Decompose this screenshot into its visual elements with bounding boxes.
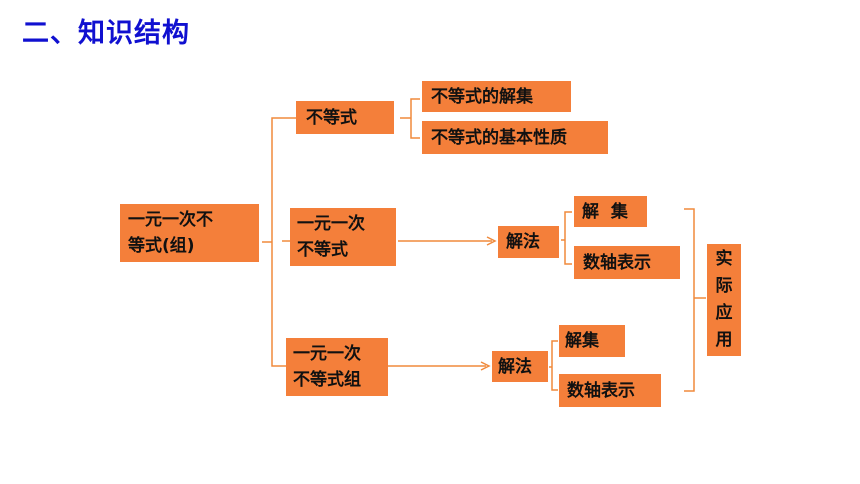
arrow-head-2 bbox=[480, 361, 491, 371]
node-linear-inequality: 一元一次 不等式 bbox=[290, 208, 396, 266]
node-linear-inequality-system: 一元一次 不等式组 bbox=[286, 338, 388, 396]
node-method-1: 解法 bbox=[498, 226, 559, 258]
node-number-line-2: 数轴表示 bbox=[559, 374, 661, 407]
page-title: 二、知识结构 bbox=[22, 18, 190, 49]
method1-bracket bbox=[561, 211, 572, 265]
root-bracket bbox=[262, 117, 282, 367]
node-inequality-solution-set: 不等式的解集 bbox=[422, 81, 571, 112]
node-root-line2: 等式(组) bbox=[128, 236, 195, 256]
application-bracket bbox=[684, 208, 706, 392]
inequality-bracket bbox=[400, 98, 420, 139]
arrow-head-1 bbox=[486, 236, 497, 246]
method2-bracket bbox=[549, 340, 558, 391]
node-solution-set-2: 解集 bbox=[559, 325, 625, 357]
node-method-2: 解法 bbox=[492, 351, 548, 382]
node-inequality: 不等式 bbox=[296, 101, 394, 134]
node-inequality-properties: 不等式的基本性质 bbox=[422, 121, 608, 154]
node-application: 实 际 应 用 bbox=[707, 244, 741, 356]
node-root-line1: 一元一次不 bbox=[128, 210, 213, 230]
node-root: 一元一次不 等式(组) bbox=[120, 204, 259, 262]
node-number-line-1: 数轴表示 bbox=[574, 246, 680, 279]
node-solution-set-1: 解 集 bbox=[574, 196, 647, 227]
